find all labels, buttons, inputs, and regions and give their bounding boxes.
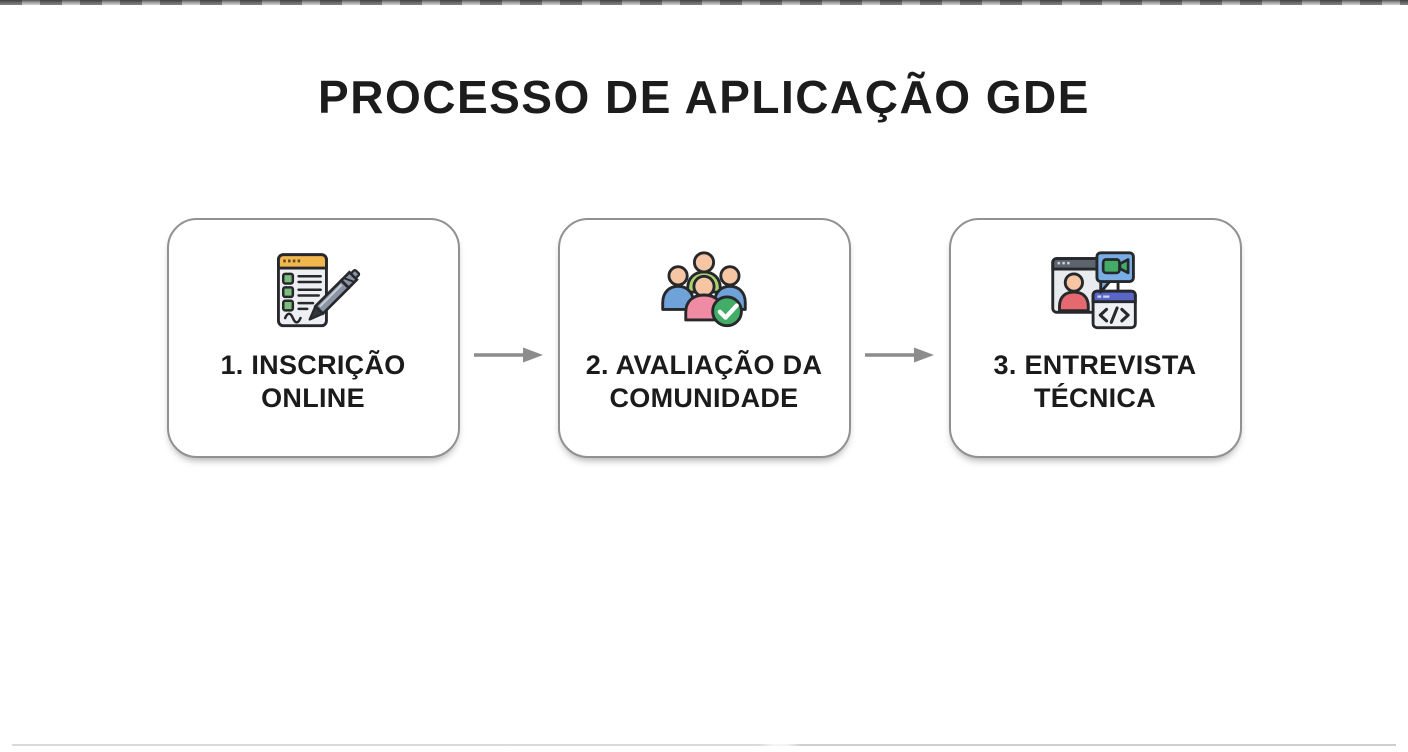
flow-arrow-1	[460, 218, 558, 458]
flow-arrow-2	[851, 218, 949, 458]
step-box-inscricao-online: 1. INSCRIÇÃO ONLINE	[166, 218, 460, 458]
step-label: 1. INSCRIÇÃO ONLINE	[220, 349, 405, 415]
online-form-pen-icon	[265, 247, 361, 343]
video-interview-code-icon	[1047, 247, 1143, 343]
step-label: 3. ENTREVISTA TÉCNICA	[994, 349, 1197, 415]
page-title: PROCESSO DE APLICAÇÃO GDE	[318, 71, 1090, 123]
community-group-check-icon	[656, 247, 752, 343]
right-arrow-icon	[473, 347, 543, 363]
step-box-entrevista-tecnica: 3. ENTREVISTA TÉCNICA	[948, 218, 1242, 458]
step-label-line1: 1. INSCRIÇÃO	[220, 350, 406, 380]
step-label-line1: 3. ENTREVISTA	[993, 350, 1197, 380]
right-arrow-icon	[864, 347, 934, 363]
bottom-edge-artifact	[12, 744, 1396, 746]
top-edge-artifact	[0, 0, 1408, 5]
step-box-avaliacao-comunidade: 2. AVALIAÇÃO DA COMUNIDADE	[557, 218, 851, 458]
step-label: 2. AVALIAÇÃO DA COMUNIDADE	[586, 349, 823, 415]
process-flow-diagram: 1. INSCRIÇÃO ONLINE	[0, 218, 1408, 458]
step-label-line2: ONLINE	[261, 383, 365, 413]
step-label-line1: 2. AVALIAÇÃO DA	[585, 350, 823, 380]
step-label-line2: COMUNIDADE	[609, 383, 799, 413]
step-label-line2: TÉCNICA	[1033, 383, 1157, 413]
